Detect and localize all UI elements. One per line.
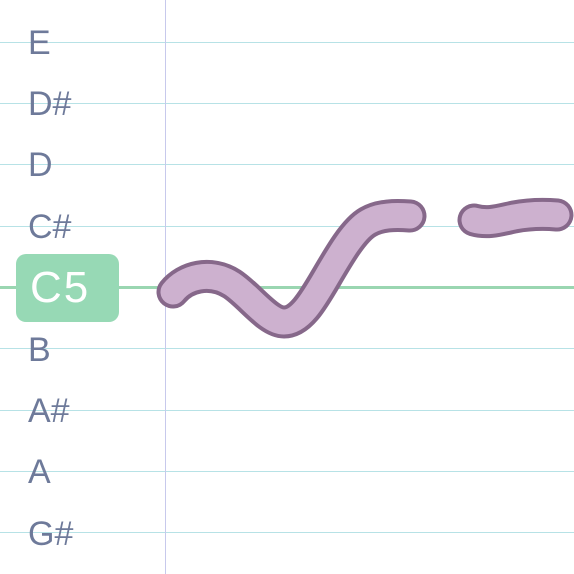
note-label-a-sharp: A# (28, 392, 70, 430)
grid-line-a (0, 471, 574, 472)
note-label-d-sharp: D# (28, 85, 72, 123)
pitch-curve-secondary (457, 197, 574, 239)
grid-line-c-sharp (0, 226, 574, 227)
note-label-a: A (28, 453, 51, 491)
note-label-d: D (28, 146, 53, 184)
grid-line-d (0, 164, 574, 165)
current-note-badge: C5 (16, 254, 119, 322)
current-note-label: C5 (30, 263, 91, 312)
grid-line-b (0, 348, 574, 349)
grid-line-current-note (0, 286, 574, 289)
grid-line-d-sharp (0, 103, 574, 104)
grid-line-g-sharp (0, 532, 574, 533)
note-label-g-sharp: G# (28, 515, 74, 553)
pitch-curve-main (156, 199, 427, 339)
note-label-c-sharp: C# (28, 208, 72, 246)
grid-line-a-sharp (0, 410, 574, 411)
note-label-b: B (28, 331, 51, 369)
grid-line-e (0, 42, 574, 43)
note-label-e: E (28, 24, 51, 62)
